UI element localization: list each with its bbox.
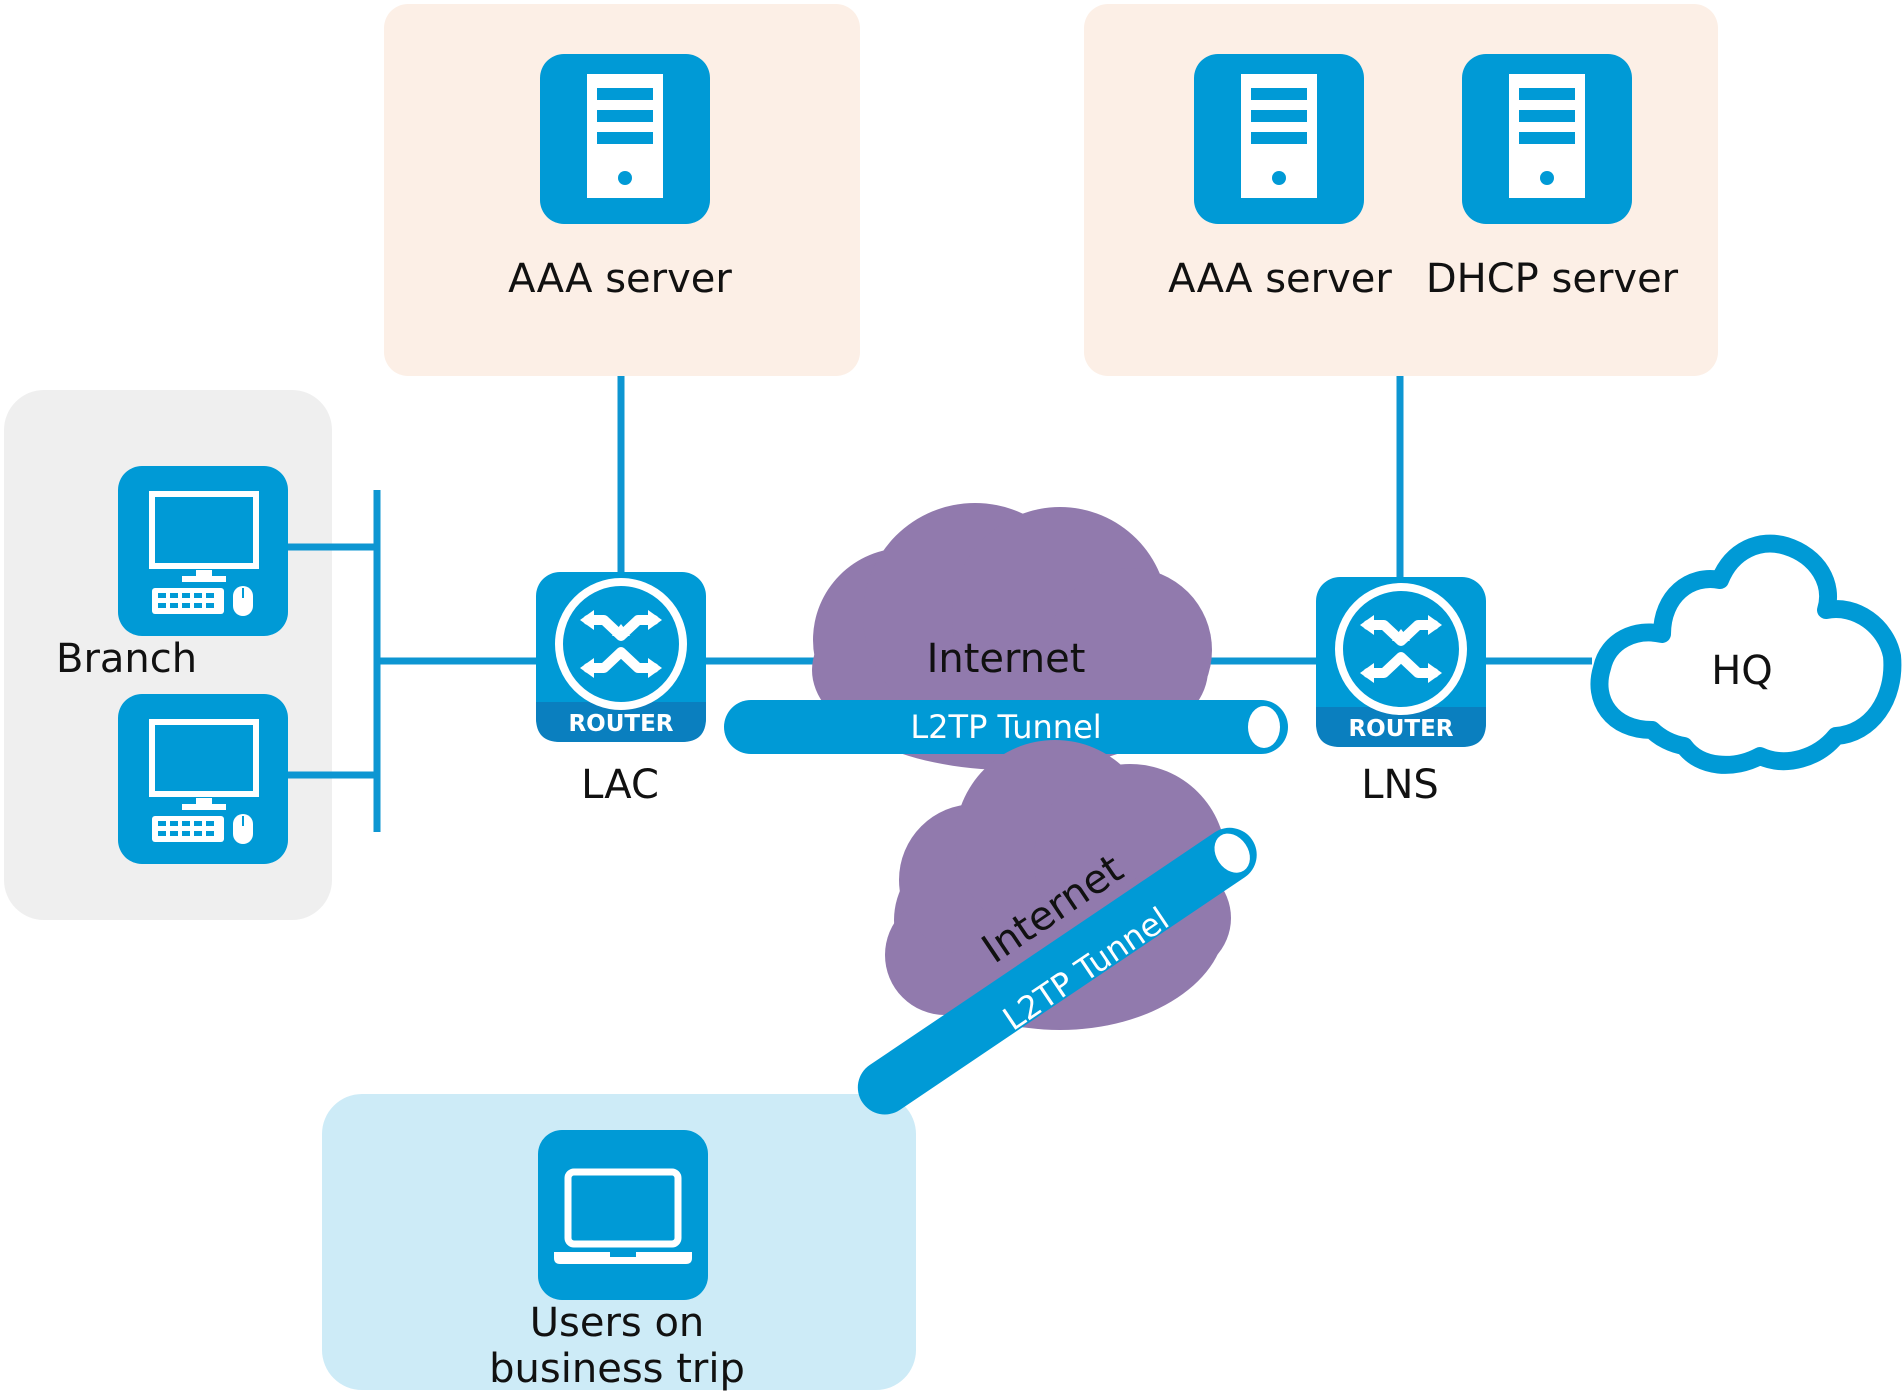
dhcp-server-icon	[1462, 54, 1632, 224]
users-label-line2: business trip	[489, 1346, 745, 1392]
branch-desktop-1-icon	[118, 466, 288, 636]
internet-top-label: Internet	[927, 636, 1086, 682]
l2tp-tunnel-bottom	[857, 827, 1257, 1115]
l2tp-tunnel-top	[724, 700, 1288, 754]
router-lac-label: ROUTER	[568, 711, 673, 737]
lns-label: LNS	[1361, 762, 1439, 808]
branch-desktop-2-icon	[118, 694, 288, 864]
laptop-icon	[538, 1130, 708, 1300]
internet-cloud-top	[812, 503, 1212, 770]
hq-aaa-server-label: AAA server	[1168, 256, 1392, 302]
branch-label: Branch	[56, 636, 197, 682]
users-label-line1: Users on	[530, 1300, 705, 1346]
hq-aaa-server-icon	[1194, 54, 1364, 224]
aaa-server-label: AAA server	[508, 256, 732, 302]
lac-label: LAC	[581, 762, 659, 808]
dhcp-server-label: DHCP server	[1426, 256, 1679, 302]
aaa-server-icon	[540, 54, 710, 224]
hq-label: HQ	[1711, 648, 1773, 694]
router-lns-label: ROUTER	[1348, 716, 1453, 742]
internet-cloud-bottom	[885, 740, 1231, 1030]
tunnel-top-label: L2TP Tunnel	[910, 708, 1101, 746]
hq-cloud-icon	[1590, 534, 1902, 774]
